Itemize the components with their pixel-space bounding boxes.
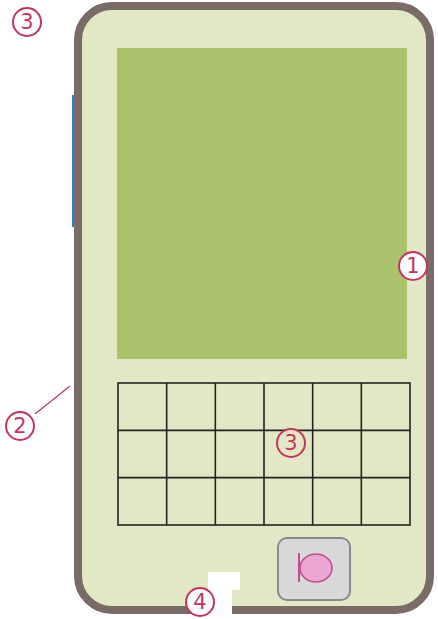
keypad-line: [118, 430, 410, 432]
keypad-line: [215, 383, 217, 525]
leader-line: [35, 386, 70, 414]
screen: [117, 48, 407, 359]
home-button: [278, 538, 350, 600]
phone-body: [78, 6, 430, 610]
callout-number: 2: [5, 411, 35, 441]
keypad: [118, 383, 410, 525]
callout-number: 4: [185, 587, 215, 617]
keypad-line: [166, 383, 168, 525]
callout-number: 1: [398, 251, 428, 281]
keypad-line: [118, 477, 410, 479]
keypad-line: [361, 383, 363, 525]
home-button-mark: [300, 554, 332, 582]
callout-number: 3: [276, 428, 306, 458]
callout-number: 3: [12, 7, 42, 37]
keypad-line: [263, 383, 265, 525]
keypad-line: [312, 383, 314, 525]
